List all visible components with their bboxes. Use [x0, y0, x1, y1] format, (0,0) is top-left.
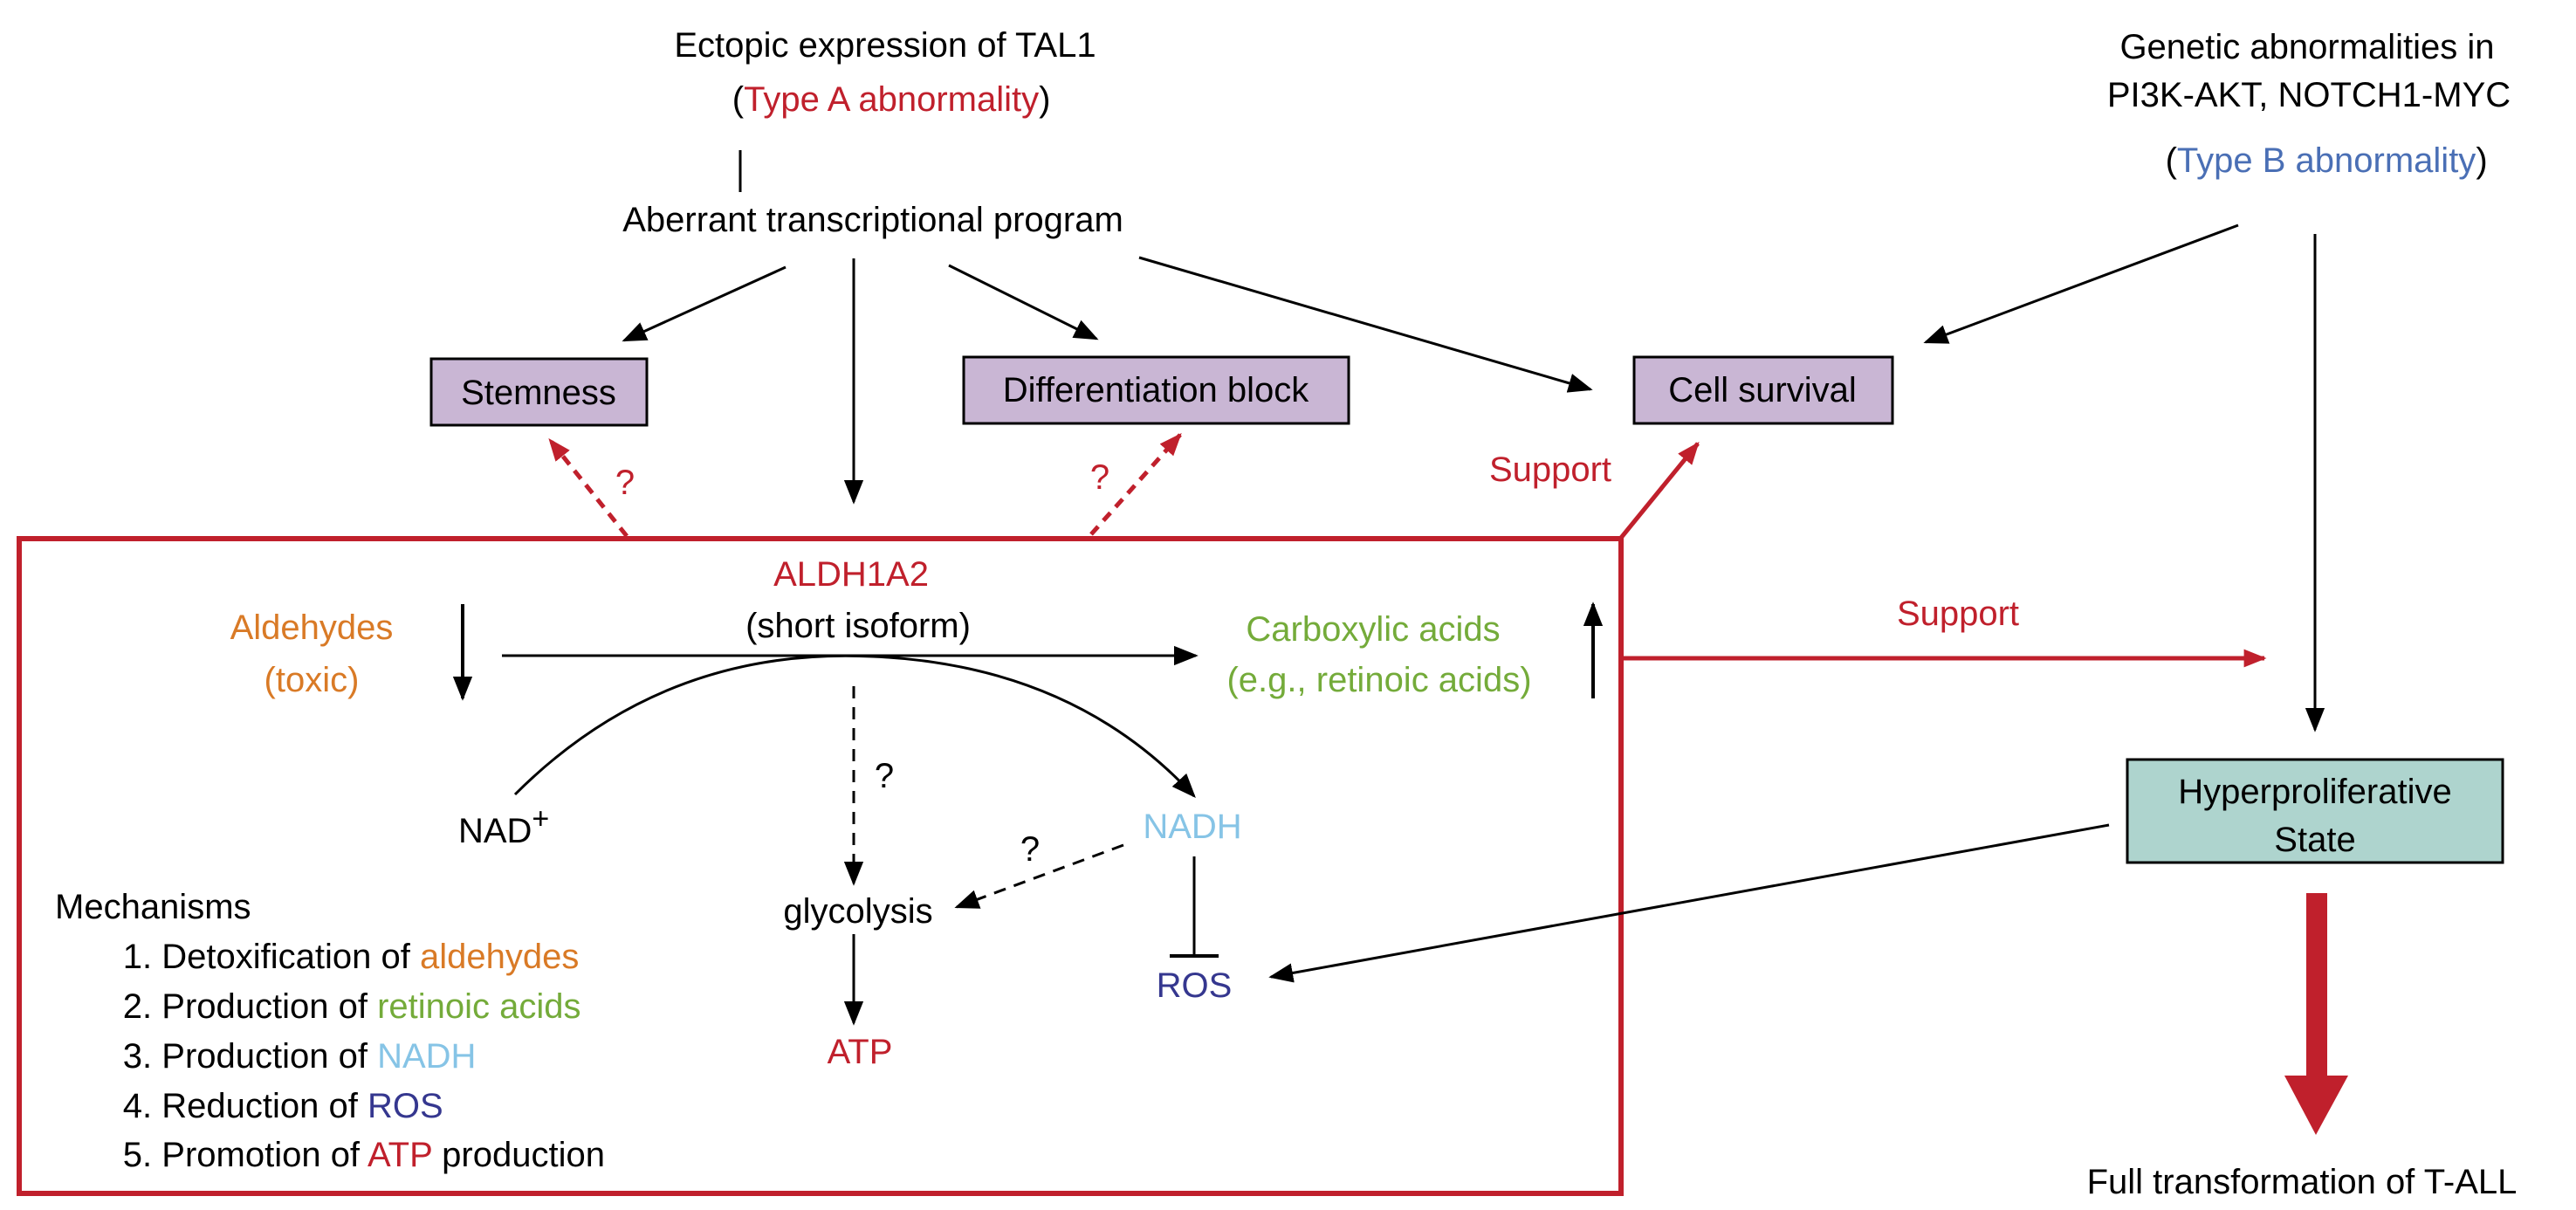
aldh1a2-mechanism-box [17, 536, 1624, 1196]
hyperproliferative-label-line2: State [2274, 821, 2355, 859]
support-arrow-cell-survival [1619, 441, 1700, 540]
ros-label: ROS [1157, 966, 1233, 1005]
aldh1a2-label: ALDH1A2 [773, 555, 929, 594]
type-b-highlight: Type B abnormality [2177, 141, 2476, 180]
aldehydes-note: (toxic) [264, 661, 360, 699]
isoform-label: (short isoform) [745, 607, 971, 645]
atp-label: ATP [828, 1033, 893, 1071]
mechanism-item: 3. Production of NADH [55, 1037, 525, 1076]
arrow-program-to-stemness [622, 265, 787, 342]
mechanisms-list: Mechanisms 1. Detoxification of aldehyde… [55, 888, 654, 1174]
type-b-label: (Type B abnormality) [2117, 141, 2517, 180]
mechanism-item: 2. Production of retinoic acids [55, 987, 629, 1026]
hyperproliferative-box: Hyperproliferative State [2126, 758, 2504, 864]
carboxylic-acids-label: Carboxylic acids [1246, 610, 1500, 649]
question-nadh-glycolysis: ? [1020, 830, 1040, 869]
question-differentiation: ? [1090, 458, 1109, 497]
support-label-cell-survival: Support [1489, 450, 1611, 489]
mechanisms-title: Mechanisms [55, 888, 251, 926]
aldehydes-label: Aldehydes [230, 608, 394, 647]
nadh-label: NADH [1143, 808, 1241, 846]
arrow-hyperproliferative-to-ros [1268, 823, 2110, 983]
type-a-highlight: Type A abnormality [744, 80, 1039, 119]
stemness-label: Stemness [461, 374, 616, 412]
hyperproliferative-label-line1: Hyperproliferative [2178, 773, 2451, 811]
glycolysis-label: glycolysis [783, 892, 932, 931]
question-glycolysis: ? [875, 757, 894, 795]
dashed-arrow-to-differentiation [1089, 433, 1182, 536]
type-b-title-line2: PI3K-AKT, NOTCH1-MYC [2107, 76, 2511, 114]
nad-to-nadh-curve [513, 654, 1196, 799]
aberrant-program-label: Aberrant transcriptional program [622, 201, 1123, 239]
arrow-program-to-cell-survival [1138, 256, 1593, 393]
question-stemness: ? [615, 464, 635, 502]
dashed-arrow-to-stemness [548, 437, 629, 538]
cell-survival-label: Cell survival [1668, 371, 1857, 409]
differentiation-block-box: Differentiation block [962, 355, 1350, 425]
nad-label: NAD+ [409, 798, 578, 850]
carboxylic-acids-note: (e.g., retinoic acids) [1226, 661, 1531, 699]
arrow-type-b-to-cell-survival [1923, 223, 2239, 344]
differentiation-block-label: Differentiation block [1003, 371, 1310, 409]
type-b-title-line1: Genetic abnormalities in [2119, 28, 2494, 66]
mechanism-item: 5. Promotion of ATP production [55, 1136, 654, 1174]
dashed-arrow-nadh-to-glycolysis [954, 843, 1124, 909]
big-red-arrow-icon [2284, 893, 2348, 1135]
mechanism-item: 4. Reduction of ROS [55, 1087, 491, 1125]
type-a-title: Ectopic expression of TAL1 [674, 26, 1096, 65]
arrow-program-to-differentiation [948, 264, 1099, 340]
stemness-box: Stemness [429, 357, 649, 427]
cell-survival-box: Cell survival [1632, 355, 1894, 425]
support-label-hyperproliferative: Support [1897, 595, 2019, 633]
outcome-label: Full transformation of T-ALL [2087, 1163, 2518, 1201]
type-a-label: (Type A abnormality) [683, 80, 1080, 119]
mechanism-item: 1. Detoxification of aldehydes [55, 938, 628, 976]
